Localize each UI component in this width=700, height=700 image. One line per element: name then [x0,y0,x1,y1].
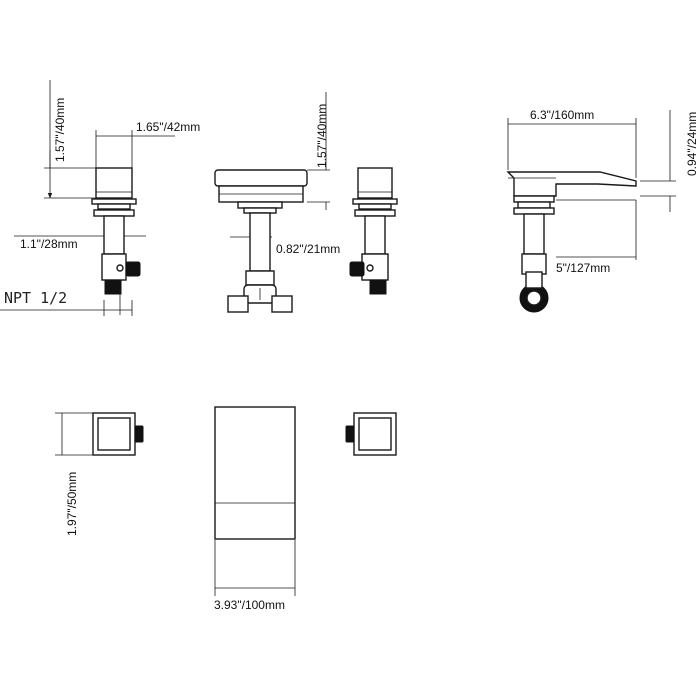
handle-plan-label: 1.97"/50mm [65,472,79,536]
spout-plan-dimensions [214,540,296,596]
spout-lip-label: 0.94"/24mm [685,112,699,176]
spout-reach-label: 6.3"/160mm [530,108,594,122]
handle-width-label: 1.65"/42mm [136,120,200,134]
left-handle-plan [92,412,144,456]
spout-shank-label: 0.82"/21mm [276,242,340,256]
left-handle-valve-elevation [91,167,141,315]
left-handle-dimensions [0,80,175,316]
npt-thread-label: NPT 1/2 [4,289,67,307]
spout-side-dimensions [507,110,676,260]
spout-depth-label: 5"/127mm [556,261,610,275]
valve-body-label: 1.1"/28mm [20,237,78,251]
spout-front-dimensions [230,92,330,238]
handle-height-label: 1.57"/40mm [53,98,67,162]
right-handle-plan [345,412,397,456]
spout-side-elevation [506,171,637,313]
left-handle-plan-dimensions [55,412,93,456]
spout-front-elevation [214,169,308,313]
spout-height-label: 1.57"/40mm [315,104,329,168]
right-handle-valve-elevation [349,167,398,295]
spout-plan-width-label: 3.93"/100mm [214,598,285,612]
spout-plan [214,406,296,540]
